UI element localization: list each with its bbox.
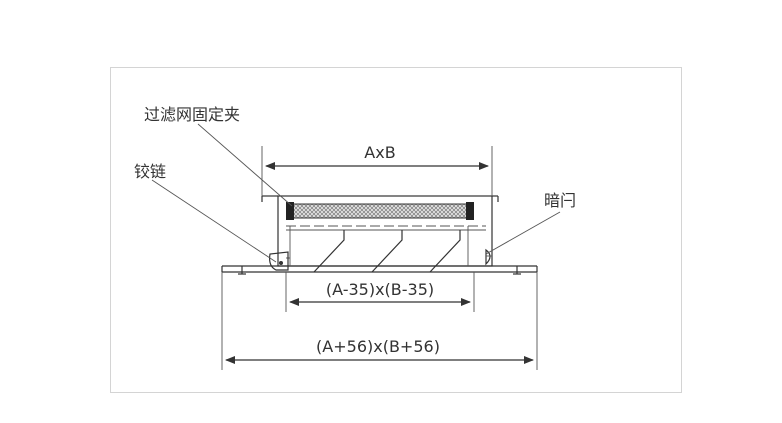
label-filter-clip: 过滤网固定夹 — [144, 105, 240, 124]
ceiling-flange — [221, 265, 538, 275]
dimension-core-label: (A-35)x(B-35) — [326, 280, 434, 299]
dimension-outer: (A+56)x(B+56) — [221, 272, 538, 370]
dimension-inner: AxB — [261, 143, 493, 196]
louver-blades — [313, 230, 461, 273]
hinge-detail — [269, 251, 289, 271]
latch-detail — [485, 248, 492, 266]
figure-frame — [110, 67, 682, 393]
label-hidden-latch: 暗闩 — [544, 191, 576, 210]
dimension-inner-label: AxB — [364, 143, 395, 162]
grille-housing — [261, 195, 499, 267]
dimension-outer-label: (A+56)x(B+56) — [316, 337, 440, 356]
leader-filter-clip — [197, 123, 293, 207]
filter-clip-left — [286, 202, 294, 220]
filter-clip-right — [466, 202, 474, 220]
dimension-core: (A-35)x(B-35) — [285, 272, 475, 312]
filter-mesh — [286, 202, 474, 220]
label-hinge: 铰链 — [134, 162, 166, 181]
leader-latch — [485, 211, 561, 255]
leader-hinge — [151, 179, 277, 263]
